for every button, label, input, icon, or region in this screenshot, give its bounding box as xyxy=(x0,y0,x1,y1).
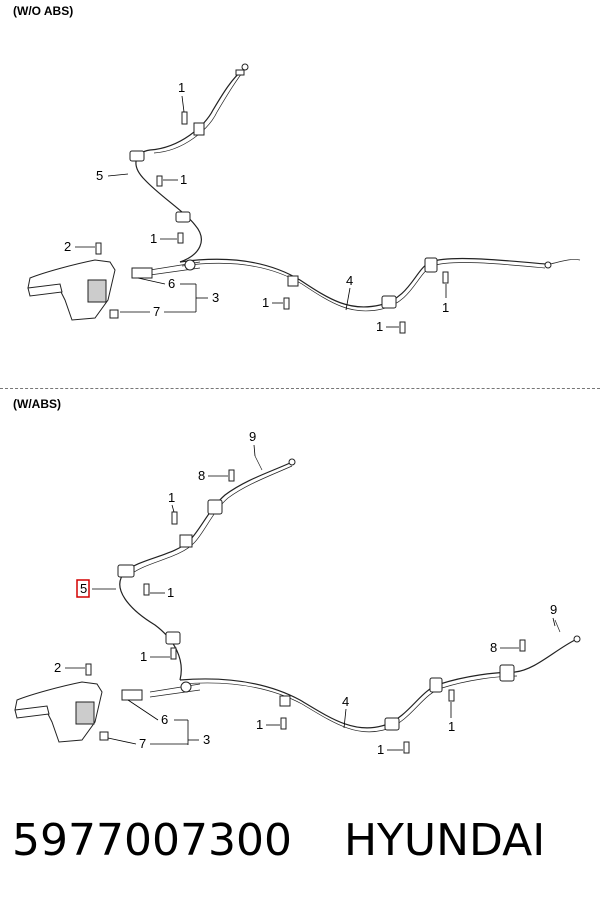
callout-6: 6 xyxy=(161,712,168,727)
callout-6: 6 xyxy=(168,276,175,291)
brand-name: HYUNDAI xyxy=(343,815,546,866)
callout-2: 2 xyxy=(54,660,61,675)
callout-3: 3 xyxy=(212,290,219,305)
section-label-w-abs: (W/ABS) xyxy=(13,397,61,411)
callout-7: 7 xyxy=(153,304,160,319)
callout-5: 5 xyxy=(96,168,103,183)
callout-8: 8 xyxy=(490,640,497,655)
callout-3: 3 xyxy=(203,732,210,747)
bolt-icon xyxy=(85,469,526,754)
callout-1: 1 xyxy=(442,300,449,315)
section-divider xyxy=(0,388,600,389)
callout-1: 1 xyxy=(262,295,269,310)
callout-9: 9 xyxy=(550,602,557,617)
callout-1: 1 xyxy=(150,231,157,246)
callout-4: 4 xyxy=(342,694,349,709)
callout-1: 1 xyxy=(168,490,175,505)
footer: 5977007300 HYUNDAI xyxy=(12,815,545,866)
callout-1: 1 xyxy=(256,717,263,732)
callout-4: 4 xyxy=(346,273,353,288)
callout-1: 1 xyxy=(377,742,384,757)
highlight-box xyxy=(76,579,90,598)
callout-1: 1 xyxy=(376,319,383,334)
cable-5 xyxy=(119,462,291,681)
diagram-with-abs: 9 8 1 5 1 9 8 1 2 6 1 4 1 7 3 1 xyxy=(14,429,581,757)
section-label-wo-abs: (W/O ABS) xyxy=(13,4,74,18)
callout-7: 7 xyxy=(139,736,146,751)
callout-1: 1 xyxy=(178,80,185,95)
cable-4 xyxy=(179,257,546,308)
parking-brake-lever xyxy=(14,681,103,743)
callout-2: 2 xyxy=(64,239,71,254)
parking-brake-lever xyxy=(27,259,116,321)
callout-1: 1 xyxy=(167,585,174,600)
callout-1: 1 xyxy=(448,719,455,734)
callout-9: 9 xyxy=(249,429,256,444)
callout-5: 5 xyxy=(80,581,87,596)
callout-8: 8 xyxy=(198,468,205,483)
part-number: 5977007300 xyxy=(12,815,292,866)
callout-1: 1 xyxy=(140,649,147,664)
bolt-icon xyxy=(95,111,449,334)
callout-1: 1 xyxy=(180,172,187,187)
diagram-without-abs: 1 5 1 1 2 6 3 7 1 4 1 1 xyxy=(27,63,581,334)
cable-4 xyxy=(179,639,576,729)
